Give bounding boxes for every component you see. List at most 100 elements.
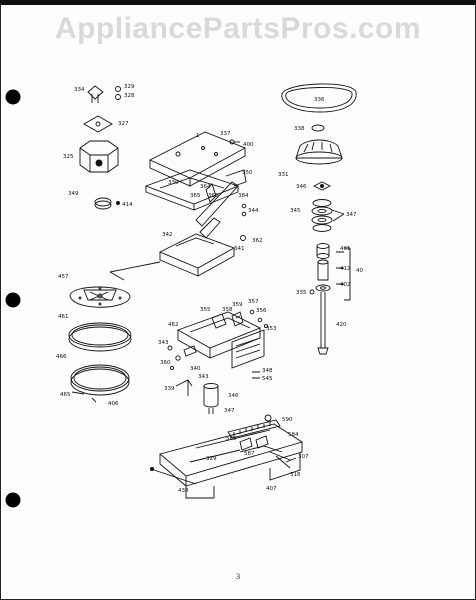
label-343b: 343 [198,374,209,380]
label-342: 342 [162,232,173,238]
label-318: 318 [290,472,301,478]
label-356: 356 [256,308,267,314]
fitting-part-590 [264,414,272,422]
label-348: 348 [262,368,273,374]
label-341: 341 [234,246,245,252]
page-number: 3 [236,572,240,581]
label-40: 40 [356,268,363,274]
clip-part-339 [175,379,193,396]
label-466: 466 [56,354,67,360]
label-406: 406 [108,401,119,407]
label-334: 334 [74,87,85,93]
base-part-341 [158,217,236,277]
screw-part-344 [241,203,247,209]
label-401: 401 [340,246,351,252]
label-339: 339 [164,386,175,392]
label-330: 330 [168,180,179,186]
label-590: 590 [282,417,293,423]
belt-part-336 [281,83,357,113]
label-347: 347 [346,212,357,218]
bracket-part-346 [312,181,332,191]
spindle-part-401 [316,243,330,259]
site-watermark: AppliancePartsPros.com [54,12,422,45]
shaft-part-420 [317,292,329,355]
label-347b: 347 [224,408,235,414]
label-365: 365 [190,193,201,199]
ring-part-466 [70,364,130,396]
label-307: 307 [298,454,309,460]
binder-hole-top [5,89,21,105]
screw-part-344b [241,211,247,217]
label-346b: 346 [228,393,239,399]
motor-part-334 [87,85,104,103]
screw-part-400 [229,139,240,145]
block-parts-585 [239,435,269,451]
label-349: 349 [68,191,79,197]
label-465: 465 [60,392,71,398]
label-461: 461 [58,314,69,320]
label-412: 412 [340,266,351,272]
label-343: 343 [158,340,169,346]
label-331: 331 [278,172,289,178]
label-585: 585 [226,436,237,442]
bracket-group-40 [344,247,351,301]
rod-part-329 [189,449,241,463]
label-344: 344 [248,208,259,214]
bracket-part-364 [205,183,217,203]
label-364: 364 [200,184,211,190]
label-325: 325 [63,154,74,160]
label-584: 584 [288,432,299,438]
washer-part-402 [315,284,331,292]
washer-part-328 [115,94,121,100]
label-362: 362 [252,238,263,244]
label-353: 353 [266,326,277,332]
label-338: 338 [294,126,305,132]
wiring-587 [239,445,291,469]
binder-hole-middle [5,292,21,308]
label-414: 414 [122,202,133,208]
screw-part-414 [116,201,120,205]
switch-part-358 [211,313,227,329]
pulley-part-349 [94,197,112,210]
label-336: 336 [314,97,325,103]
label-587: 587 [244,451,255,457]
label-366: 366 [208,193,219,199]
pulley-part-331 [295,139,343,165]
turntable-plate-457 [69,286,131,308]
label-346: 346 [296,184,307,190]
label-457: 457 [58,274,69,280]
clip-part-338 [311,124,325,132]
label-350: 350 [242,170,253,176]
label-340: 340 [190,366,201,372]
switch-part-359 [231,311,244,327]
ring-part-461 [68,322,132,352]
label-1: 1 [196,133,200,139]
label-359: 359 [232,302,243,308]
knob-part-362 [240,235,246,241]
label-402: 402 [340,282,351,288]
arm-part-350 [195,169,247,227]
switch-bracket-462 [176,311,265,369]
screw-part-356 [257,317,263,323]
plate-part-327 [83,115,113,133]
label-360: 360 [160,360,171,366]
label-545: 545 [262,376,273,382]
label-335: 335 [296,290,307,296]
label-355: 355 [200,307,211,313]
leader-line-465 [71,391,85,395]
screw-part-335 [309,289,315,295]
washer-part-329 [115,86,121,92]
screw-part-353 [263,323,269,329]
label-462: 462 [168,322,179,328]
binder-hole-bottom [5,492,21,508]
label-328: 328 [124,93,135,99]
motor-part-325 [79,140,119,173]
label-407: 407 [266,486,277,492]
label-329: 329 [124,84,135,90]
leaders-545 [252,371,260,379]
label-438: 438 [178,488,189,494]
label-384: 384 [238,193,249,199]
screw-part-357 [249,309,255,315]
capacitor-part-340 [203,383,219,414]
